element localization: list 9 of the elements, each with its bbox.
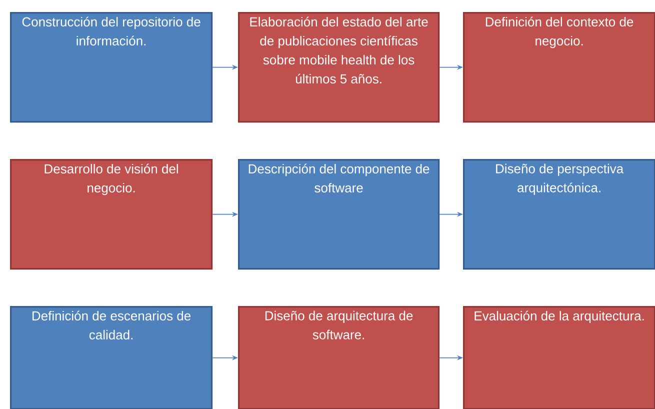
process-box: Evaluación de la arquitectura. [463, 306, 655, 409]
process-box: Elaboración del estado del arte de publicaciones científicas sobre mobile health de los últimos 5 años. [238, 12, 440, 123]
process-box: Desarrollo de visión del negocio. [10, 159, 213, 270]
process-box: Definición de escenarios de calidad. [10, 306, 213, 409]
process-box: Descripción del componente de software [238, 159, 440, 270]
process-box: Diseño de perspectiva arquitectónica. [463, 159, 655, 270]
process-box: Definición del contexto de negocio. [463, 12, 655, 123]
process-box: Diseño de arquitectura de software. [238, 306, 440, 409]
process-box: Construcción del repositorio de información. [10, 12, 213, 123]
